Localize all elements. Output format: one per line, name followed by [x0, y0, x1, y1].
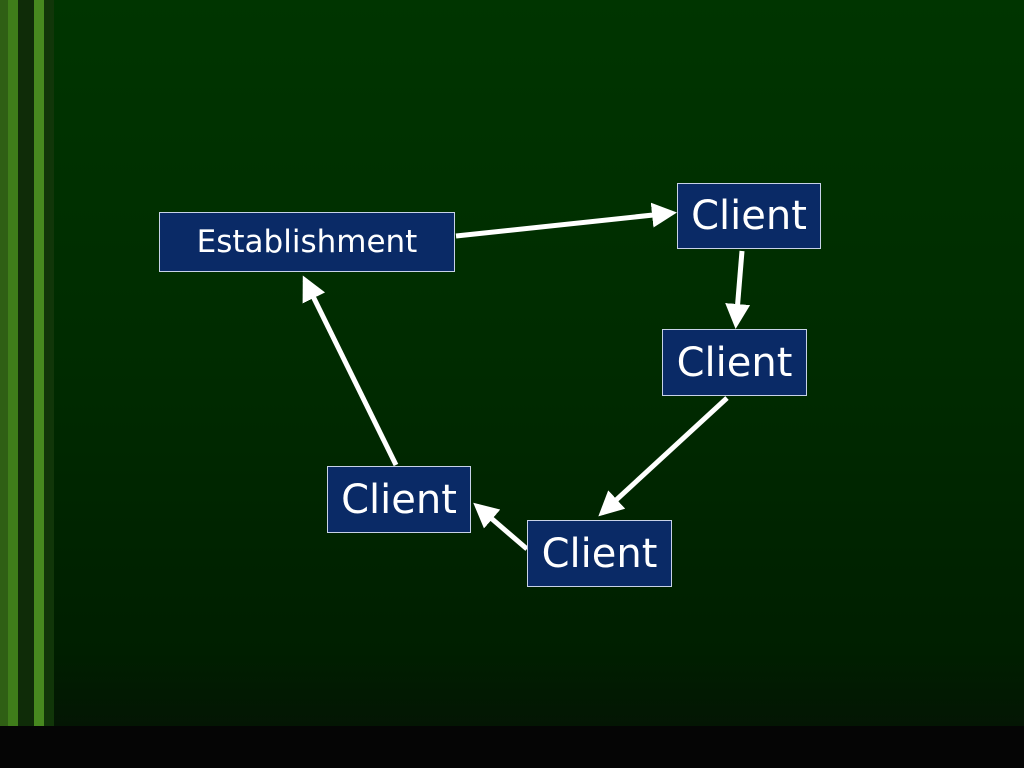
arrow-client-4-to-establishment: [302, 275, 399, 467]
decorative-stripe: [0, 0, 8, 768]
decorative-stripe: [44, 0, 54, 768]
decorative-stripe: [18, 0, 34, 768]
arrow-establishment-to-client-1: [455, 202, 677, 239]
arrow-client-3-to-client-4: [473, 502, 529, 551]
client-node-1: Client: [677, 183, 821, 249]
client-node-3: Client: [527, 520, 672, 587]
bottom-strip: [0, 726, 1024, 768]
decorative-stripe: [34, 0, 44, 768]
client-node-2: Client: [662, 329, 807, 396]
decorative-stripe: [8, 0, 18, 768]
arrow-client-1-to-client-2: [725, 250, 751, 329]
arrow-client-2-to-client-3: [598, 396, 729, 517]
establishment-node: Establishment: [159, 212, 455, 272]
client-node-4: Client: [327, 466, 471, 533]
